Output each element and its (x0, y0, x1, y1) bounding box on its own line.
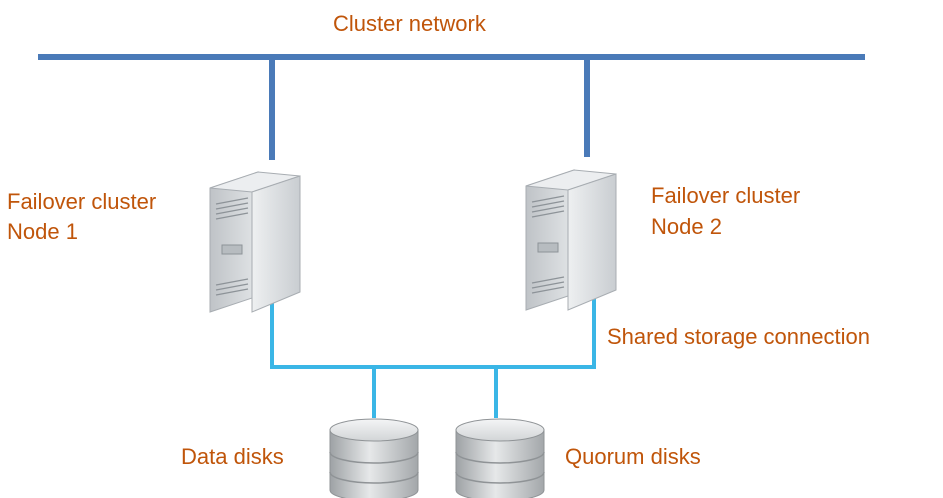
node-2-label-line2: Node 2 (651, 214, 722, 239)
cluster-network-label: Cluster network (333, 11, 486, 36)
quorum-disks-label: Quorum disks (565, 444, 701, 469)
node-1-label-line2: Node 1 (7, 219, 78, 244)
storage-connection-bus (270, 292, 596, 369)
shared-storage-connection-label: Shared storage connection (607, 324, 870, 349)
cluster-network-lines (38, 54, 865, 160)
node-2-label-line1: Failover cluster (651, 183, 801, 208)
server-node-1-icon (209, 171, 301, 313)
node-1-label-line1: Failover cluster (7, 189, 157, 214)
server-node-2-icon (525, 169, 617, 311)
quorum-disks-icon (455, 418, 545, 498)
storage-connection-lines (270, 292, 596, 418)
data-disks-icon (329, 418, 419, 498)
data-disks-label: Data disks (181, 444, 284, 469)
